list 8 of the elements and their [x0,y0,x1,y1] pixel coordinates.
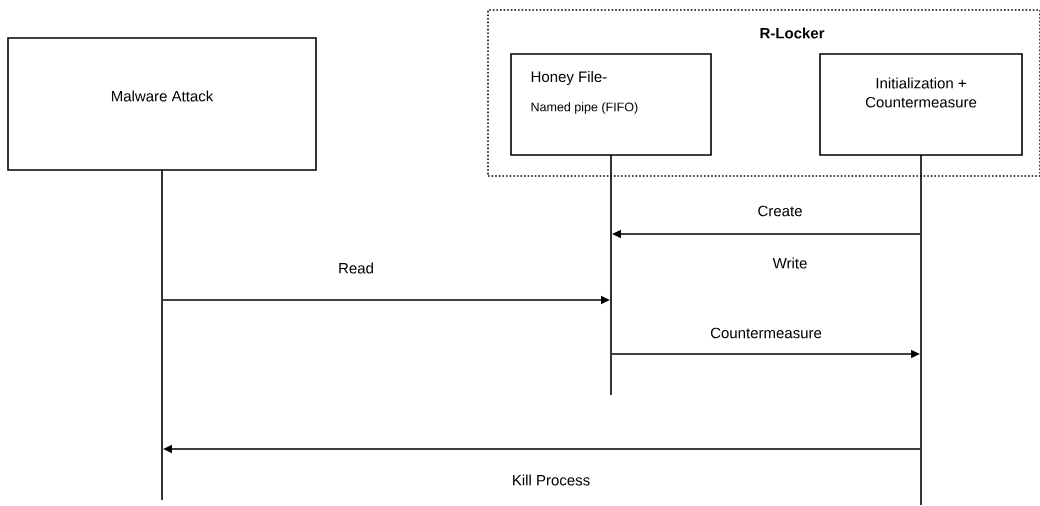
actor-box: Initialization + Countermeasure [819,53,1023,156]
actor-box: Honey File- Named pipe (FIFO) [510,53,712,156]
edge-label: Read [337,261,375,275]
message-label: Write [771,256,809,270]
edge-label: Create [756,204,804,218]
actor-box: Malware Attack [7,37,317,171]
edge-label: Countermeasure [709,326,823,340]
edge-label: Kill Process [510,473,592,487]
